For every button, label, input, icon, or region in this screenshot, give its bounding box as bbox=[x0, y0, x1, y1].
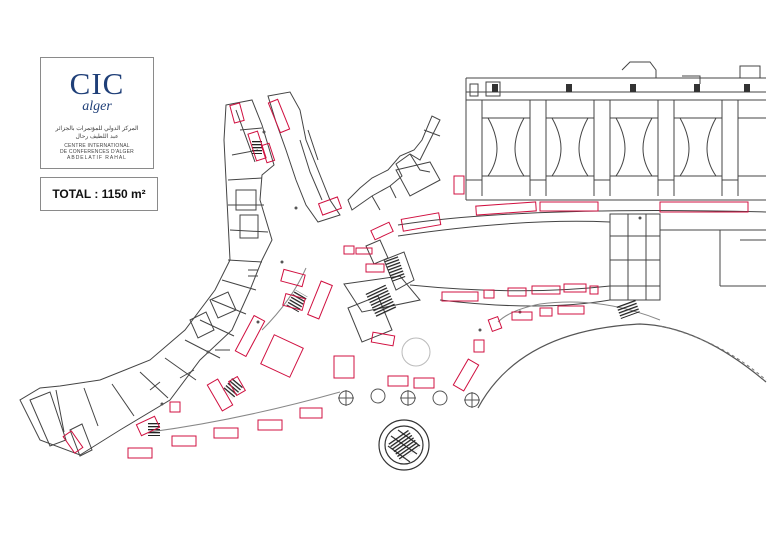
stand bbox=[563, 283, 587, 293]
total-area-box: TOTAL : 1150 m² bbox=[40, 177, 158, 211]
stand bbox=[280, 268, 306, 288]
stand bbox=[343, 245, 355, 255]
stand bbox=[539, 307, 553, 317]
stand bbox=[441, 291, 479, 302]
stand bbox=[511, 311, 533, 321]
stand bbox=[370, 331, 396, 347]
stand bbox=[539, 201, 599, 212]
stand bbox=[299, 407, 323, 419]
stand bbox=[355, 247, 373, 255]
stand bbox=[413, 377, 435, 389]
logo-line2: DE CONFERENCES D'ALGER bbox=[60, 149, 134, 155]
stand bbox=[247, 130, 267, 162]
exhibition-stands bbox=[62, 98, 749, 459]
east-hall bbox=[465, 61, 766, 201]
stand bbox=[400, 212, 442, 232]
stand bbox=[387, 375, 409, 387]
stand bbox=[227, 375, 247, 397]
logo-wordmark: CIC bbox=[69, 66, 125, 101]
stand bbox=[370, 221, 394, 241]
logo-arabic-line2: عبد اللطيف رحال bbox=[75, 134, 119, 140]
stand bbox=[475, 201, 537, 216]
stand bbox=[234, 314, 266, 358]
stand bbox=[531, 285, 561, 295]
stand bbox=[483, 289, 495, 299]
stand bbox=[557, 305, 585, 315]
stand bbox=[260, 334, 304, 378]
stand bbox=[169, 401, 181, 413]
stand bbox=[267, 98, 291, 134]
stand bbox=[487, 316, 503, 332]
logo-arabic-line1: المركز الدولي للمؤتمرات بالجزائر bbox=[55, 126, 139, 132]
stand bbox=[659, 201, 749, 213]
logo-line1: CENTRE INTERNATIONAL bbox=[64, 143, 130, 149]
east-road-curve bbox=[477, 323, 767, 409]
cic-logo: CIC alger المركز الدولي للمؤتمرات بالجزا… bbox=[40, 57, 154, 169]
total-area-label: TOTAL : 1150 m² bbox=[52, 187, 146, 201]
stand bbox=[589, 285, 599, 295]
central-block bbox=[267, 91, 441, 223]
stand bbox=[62, 430, 84, 454]
east-road-dashes bbox=[659, 325, 767, 381]
stand bbox=[317, 196, 343, 216]
stand bbox=[135, 415, 161, 437]
stand bbox=[229, 102, 245, 124]
columns bbox=[160, 130, 642, 406]
stand bbox=[365, 263, 385, 273]
west-wing bbox=[19, 99, 275, 457]
stand bbox=[507, 287, 527, 297]
entrance-rotundas bbox=[338, 388, 480, 408]
stand bbox=[260, 142, 276, 164]
logo-line3: ABDELATIF RAHAL bbox=[67, 155, 127, 161]
stand bbox=[452, 358, 480, 392]
stand bbox=[307, 280, 333, 320]
east-hall-dots bbox=[492, 84, 750, 92]
stand bbox=[213, 427, 239, 439]
stand bbox=[453, 175, 465, 195]
stand bbox=[206, 378, 234, 412]
stand bbox=[333, 355, 355, 379]
stand bbox=[257, 419, 283, 431]
stand bbox=[127, 447, 153, 459]
stand bbox=[282, 293, 306, 311]
stand bbox=[171, 435, 197, 447]
stand bbox=[473, 339, 485, 353]
logo-city: alger bbox=[82, 99, 112, 114]
